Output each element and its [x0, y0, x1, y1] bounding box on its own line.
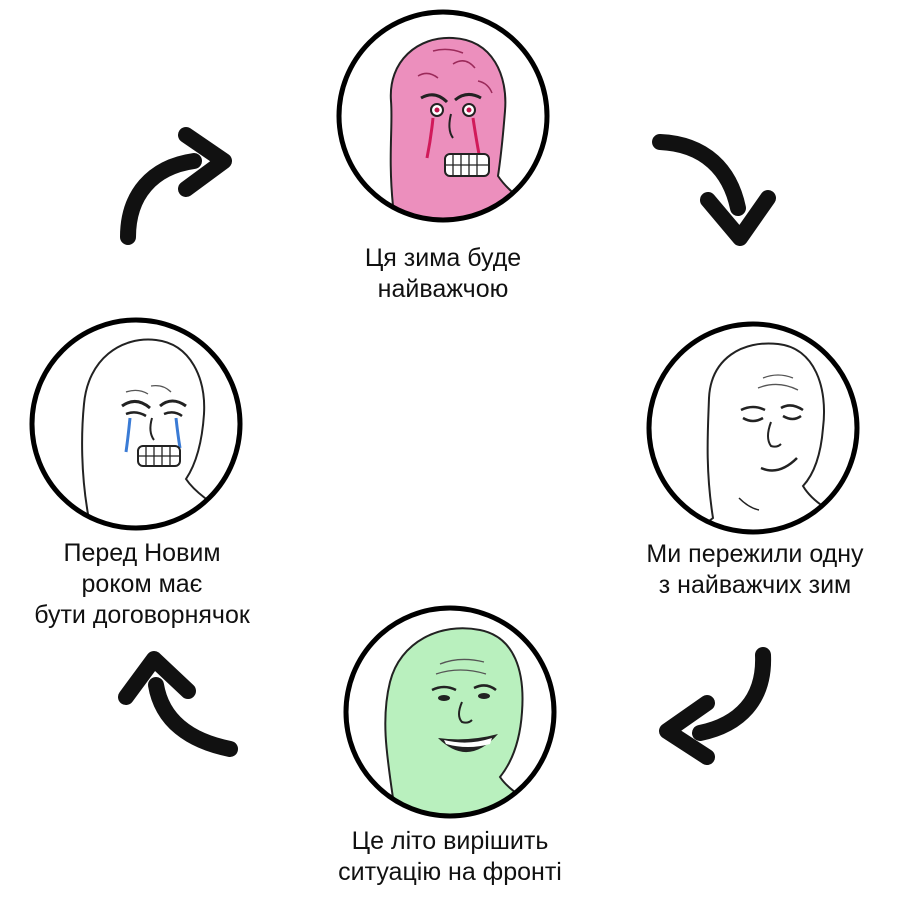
label-line: Ми пережили одну	[646, 540, 864, 568]
cycle-label-right: Ми пережили одну з найважчих зим	[615, 539, 895, 601]
label-line: з найважчих зим	[658, 571, 852, 599]
rage-pink-face-icon	[336, 9, 550, 223]
label-line: бути договорнячок	[34, 601, 250, 629]
crying-wojak-face-icon	[29, 317, 243, 531]
curved-arrow-icon-top-right	[652, 134, 776, 246]
label-line: найважчою	[377, 275, 509, 303]
label-line: Перед Новим	[63, 539, 221, 567]
cycle-label-bottom: Це літо вирішить ситуацію на фронті	[300, 826, 600, 888]
label-line: Ця зима буде	[364, 244, 522, 272]
label-line: роком має	[81, 570, 203, 598]
cycle-label-top: Ця зима буде найважчою	[333, 243, 553, 305]
cycle-node-left	[26, 314, 246, 534]
happy-green-face-icon	[343, 605, 557, 819]
cycle-node-right	[643, 318, 863, 538]
curved-arrow-icon-bottom-left	[118, 651, 238, 757]
curved-arrow-icon-top-left	[120, 127, 232, 245]
cycle-label-left: Перед Новим роком має бути договорнячок	[0, 538, 284, 631]
label-line: ситуацію на фронті	[338, 858, 562, 886]
cycle-node-top	[333, 6, 553, 226]
cycle-node-bottom	[340, 602, 560, 822]
label-line: Це літо вирішить	[351, 827, 549, 855]
smug-wojak-face-icon	[646, 321, 860, 535]
curved-arrow-icon-bottom-right	[659, 647, 772, 765]
